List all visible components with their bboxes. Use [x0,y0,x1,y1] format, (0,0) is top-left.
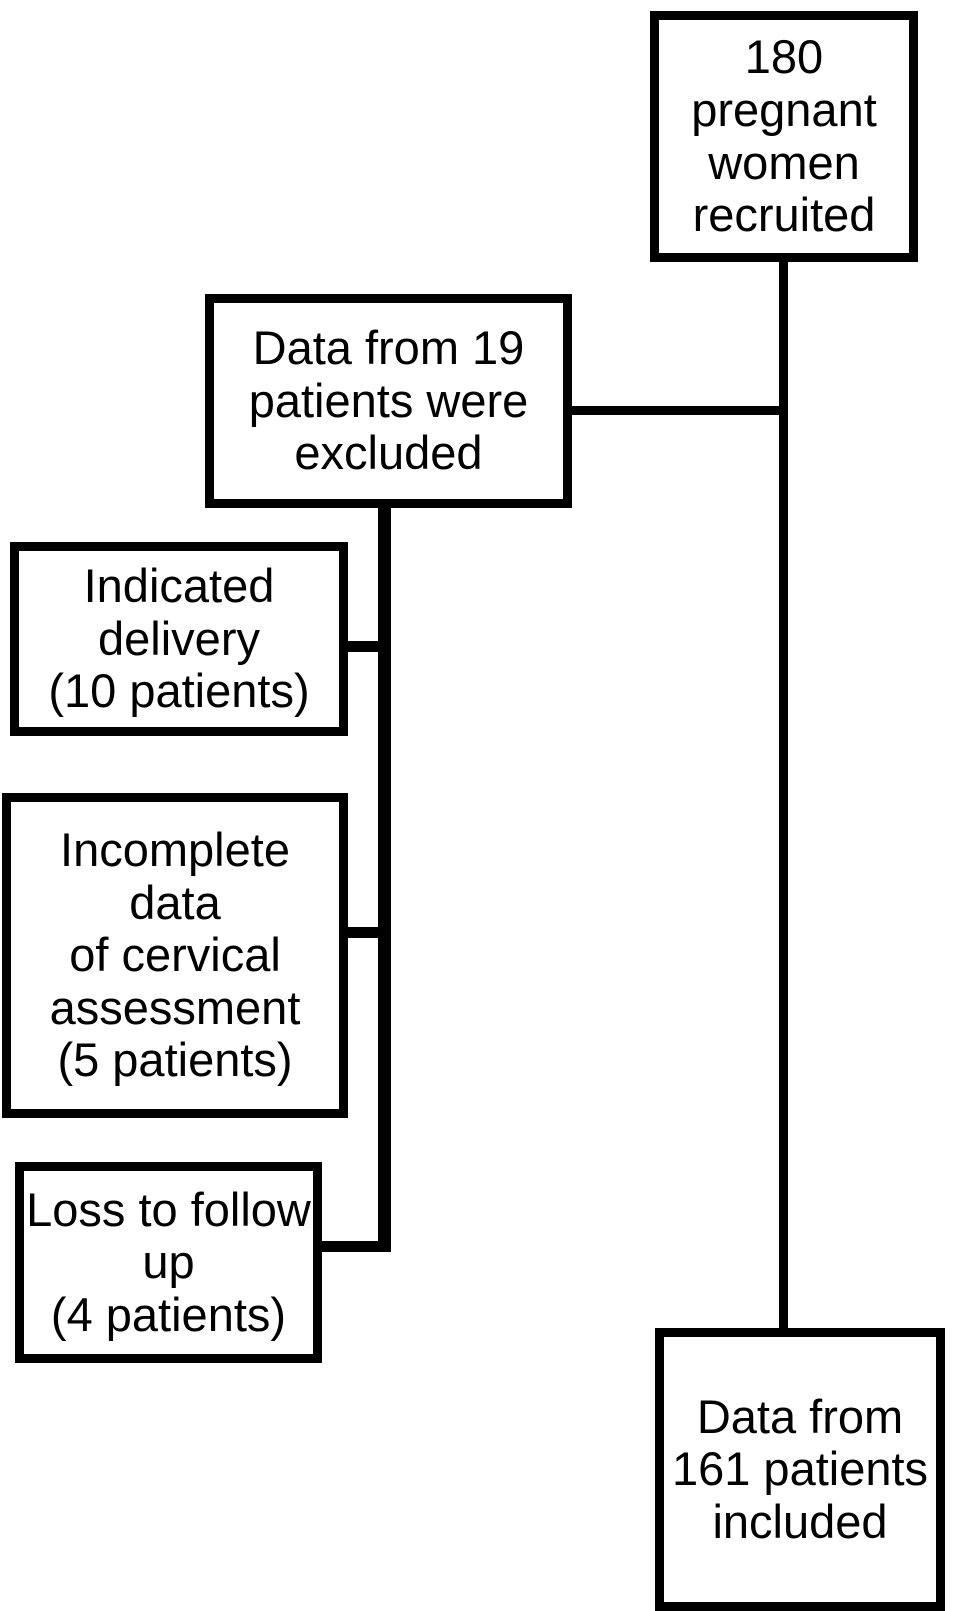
node-exclusion-reason-loss-to-follow-up: Loss to follow up (4 patients) [15,1162,322,1363]
connector-exclusion-reason-trunk [378,500,391,1252]
node-exclusion-reason-indicated-delivery-label: Indicated delivery (10 patients) [48,559,310,718]
node-recruited-label: 180 pregnant women recruited [691,30,877,242]
node-exclusion-reason-loss-to-follow-up-label: Loss to follow up (4 patients) [26,1182,311,1341]
connector-recruited-to-included [779,258,788,1332]
node-excluded-label: Data from 19 patients were excluded [248,321,529,480]
node-recruited: 180 pregnant women recruited [650,11,918,262]
connector-stub-loss-to-follow-up [315,1241,385,1252]
connector-stub-incomplete-cervical-assessment [340,927,384,938]
node-exclusion-reason-incomplete-cervical-assessment: Incomplete data of cervical assessment (… [2,793,348,1118]
node-exclusion-reason-indicated-delivery: Indicated delivery (10 patients) [10,542,348,736]
node-exclusion-reason-incomplete-cervical-assessment-label: Incomplete data of cervical assessment (… [49,822,301,1087]
connector-stub-indicated-delivery [344,641,384,652]
node-included: Data from 161 patients included [655,1328,945,1611]
connector-spine-to-excluded [566,406,786,415]
node-included-label: Data from 161 patients included [671,1389,929,1548]
node-excluded: Data from 19 patients were excluded [205,294,572,508]
